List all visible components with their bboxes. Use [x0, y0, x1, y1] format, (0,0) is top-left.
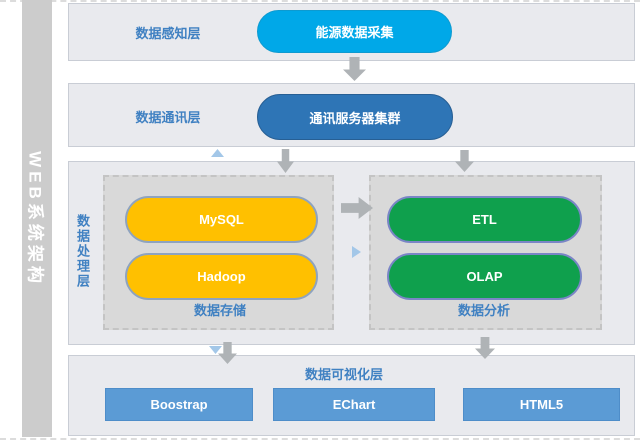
label-data-storage: 数据存储	[193, 303, 246, 318]
bottom-dashed-line	[0, 438, 640, 440]
node-echart-label: EChart	[332, 397, 376, 412]
node-energy-data-collection-label: 能源数据采集	[315, 25, 394, 40]
node-html5[interactable]: HTML5	[463, 388, 620, 421]
label-perception-layer: 数据感知层	[135, 26, 201, 41]
node-energy-data-collection[interactable]: 能源数据采集	[257, 10, 452, 53]
node-hadoop-label: Hadoop	[197, 269, 246, 284]
diagram-title: WEB系统架构	[25, 150, 45, 287]
label-visualization-layer: 数据可视化层	[304, 367, 383, 382]
label-data-analysis: 数据分析	[457, 303, 510, 318]
label-communication-layer: 数据通讯层	[135, 110, 201, 125]
node-mysql-label: MySQL	[199, 212, 244, 227]
node-html5-label: HTML5	[519, 397, 564, 412]
node-boostrap-label: Boostrap	[150, 397, 208, 412]
label-processing-layer: 数据处理层	[75, 214, 90, 289]
node-olap[interactable]: OLAP	[387, 253, 582, 300]
node-etl-label: ETL	[472, 212, 497, 227]
node-hadoop[interactable]: Hadoop	[125, 253, 318, 300]
node-etl[interactable]: ETL	[387, 196, 582, 243]
node-boostrap[interactable]: Boostrap	[105, 388, 253, 421]
node-communication-server-cluster[interactable]: 通讯服务器集群	[257, 94, 453, 140]
triangle-down-icon	[209, 346, 222, 354]
top-dashed-line	[0, 0, 640, 2]
node-mysql[interactable]: MySQL	[125, 196, 318, 243]
triangle-right-icon	[352, 246, 361, 258]
node-communication-server-cluster-label: 通讯服务器集群	[309, 110, 401, 126]
vertical-title-bar[interactable]: WEB系统架构	[22, 0, 52, 437]
node-olap-label: OLAP	[466, 269, 503, 284]
triangle-up-icon	[211, 149, 224, 157]
node-echart[interactable]: EChart	[273, 388, 435, 421]
